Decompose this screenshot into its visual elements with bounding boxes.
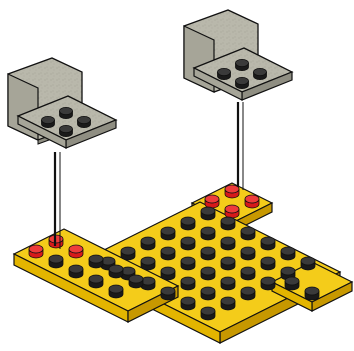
stud: [241, 287, 255, 300]
stud: [141, 237, 155, 250]
right-angle-bracket: [184, 10, 292, 100]
stud: [161, 267, 175, 280]
stud: [261, 237, 275, 250]
stud: [129, 275, 143, 288]
stud: [218, 68, 231, 79]
stud: [161, 287, 175, 300]
stud: [181, 277, 195, 290]
stud: [201, 267, 215, 280]
stud: [60, 125, 73, 136]
red-stud: [245, 195, 259, 208]
stud: [89, 275, 103, 288]
stud: [161, 247, 175, 260]
stud: [49, 255, 63, 268]
yellow-base-plate: [14, 183, 352, 343]
red-stud: [29, 245, 43, 258]
stud: [281, 247, 295, 260]
stud: [236, 59, 249, 70]
stud: [181, 297, 195, 310]
stud: [305, 287, 319, 300]
stud: [42, 116, 55, 127]
stud: [109, 265, 123, 278]
stud: [221, 297, 235, 310]
stud: [241, 267, 255, 280]
stud: [78, 116, 91, 127]
stud: [201, 247, 215, 260]
stud: [301, 257, 315, 270]
stud: [221, 237, 235, 250]
stud: [261, 257, 275, 270]
stud: [241, 247, 255, 260]
stud: [60, 107, 73, 118]
stud: [69, 265, 83, 278]
stud: [201, 287, 215, 300]
stud: [285, 277, 299, 290]
stud: [161, 227, 175, 240]
stud: [121, 247, 135, 260]
stud: [89, 255, 103, 268]
stud: [181, 217, 195, 230]
stud: [236, 77, 249, 88]
stud: [201, 307, 215, 320]
stud: [109, 285, 123, 298]
stud: [254, 68, 267, 79]
stud: [201, 227, 215, 240]
stud: [181, 257, 195, 270]
red-stud: [69, 245, 83, 258]
stud: [241, 227, 255, 240]
stud: [221, 257, 235, 270]
stud: [141, 257, 155, 270]
left-angle-bracket: [8, 58, 116, 148]
stud: [181, 237, 195, 250]
stud: [221, 277, 235, 290]
stud: [221, 217, 235, 230]
stud: [201, 207, 215, 220]
red-stud: [205, 195, 219, 208]
red-stud: [225, 205, 239, 218]
stud: [261, 277, 275, 290]
